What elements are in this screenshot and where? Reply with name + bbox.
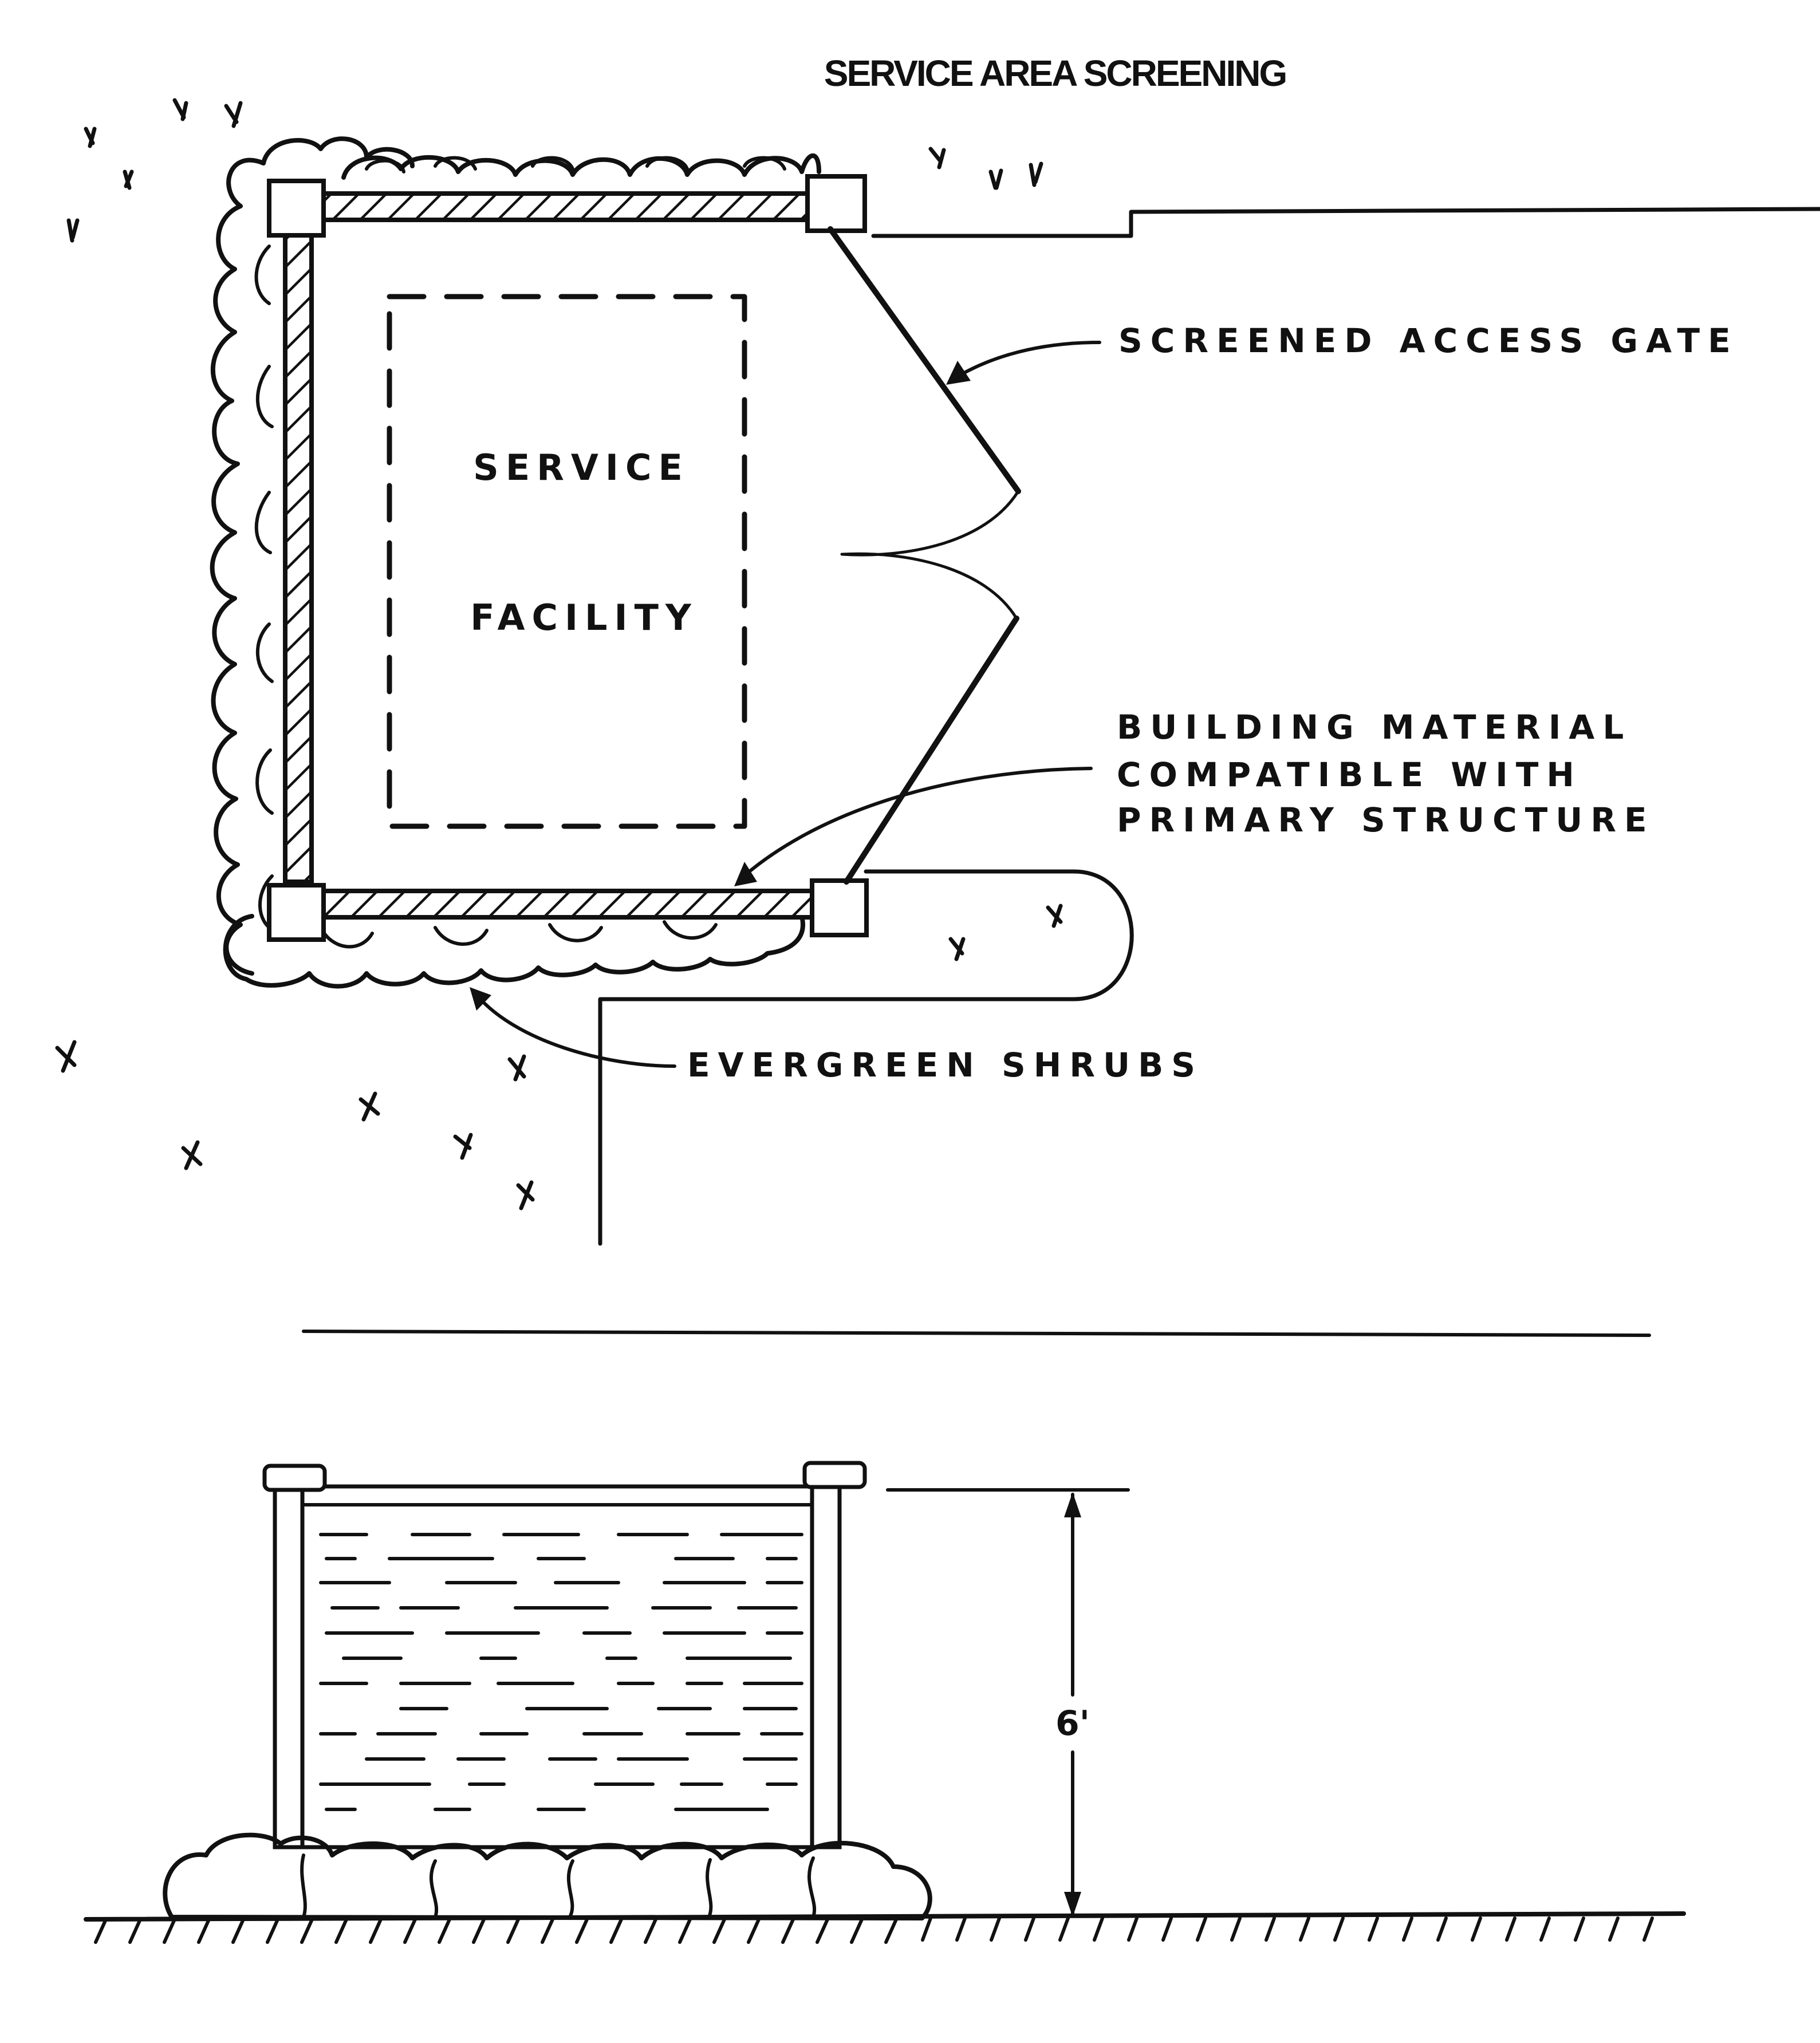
access-gate-upper-leaf <box>828 226 1021 494</box>
top-screen-wall <box>296 191 816 222</box>
left-screen-wall <box>283 227 314 884</box>
primary-structure-outline <box>871 207 1820 238</box>
corner-post-bottom-left <box>267 883 326 942</box>
gate-leader-arrowhead <box>946 361 971 385</box>
left-shrub-inner <box>254 244 275 932</box>
material-leader-arrowhead <box>734 862 757 886</box>
left-shrub-hedge <box>210 157 266 976</box>
plan-view: SERVICE FACILITY SCREENED ACCESS GATE BU… <box>55 98 1820 1246</box>
dimension-arrow-top <box>1064 1492 1081 1517</box>
top-shrub-inner <box>365 156 786 173</box>
access-gate-lower-leaf <box>844 616 1019 885</box>
elevation-left-post <box>262 1464 327 1849</box>
building-material-label-line2: COMPATIBLE WITH <box>1117 755 1582 794</box>
elevation-view: 6' <box>84 1461 1686 1944</box>
service-facility-label-line2: FACILITY <box>470 597 698 638</box>
drawing-title: SERVICE AREA SCREENING <box>824 53 1286 94</box>
building-material-label-line3: PRIMARY STRUCTURE <box>1117 800 1655 839</box>
gate-leader-line <box>949 341 1101 382</box>
service-facility-outline <box>387 294 747 829</box>
material-leader-line <box>737 767 1093 882</box>
shrubs-leader-arrowhead <box>470 987 491 1011</box>
corner-post-top-left <box>267 179 326 238</box>
corner-post-bottom-right <box>810 878 869 937</box>
section-divider <box>302 1330 1651 1337</box>
dimension-arrow-bottom <box>1064 1892 1081 1917</box>
bottom-screen-wall <box>296 889 816 920</box>
curb-outline <box>598 869 1134 1246</box>
height-dimension-label: 6' <box>1055 1703 1090 1744</box>
elevation-shrub-divisions <box>300 1853 817 1919</box>
screened-access-gate-label: SCREENED ACCESS GATE <box>1118 321 1739 360</box>
evergreen-shrubs-label: EVERGREEN SHRUBS <box>687 1046 1203 1084</box>
bottom-shrub-inner <box>319 920 718 949</box>
elevation-right-post <box>802 1461 867 1849</box>
ground-line <box>84 1911 1686 1922</box>
building-material-label-line1: BUILDING MATERIAL <box>1117 708 1632 747</box>
elevation-screen-panel <box>296 1484 816 1849</box>
ground-hatching <box>94 1916 1654 1944</box>
corner-post-top-right <box>805 174 867 233</box>
service-facility-label-line1: SERVICE <box>473 447 690 488</box>
ground-cover-marks <box>55 98 1063 1210</box>
access-gate-swing-arcs <box>840 490 1020 620</box>
elevation-shrubs <box>163 1832 932 1920</box>
panel-texture-lines <box>319 1533 803 1811</box>
bottom-shrub-hedge <box>223 914 805 989</box>
shrubs-leader-line <box>474 992 676 1068</box>
